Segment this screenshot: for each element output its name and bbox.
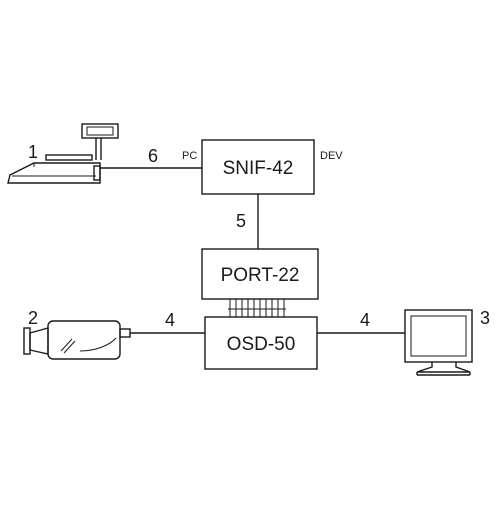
device-number-monitor: 3 (480, 308, 490, 328)
snif-port-pc: PC (182, 150, 197, 162)
osd-block (204, 316, 318, 370)
port-label: PORT-22 (221, 265, 300, 286)
camera-icon (23, 320, 131, 360)
device-number-camera: 2 (28, 308, 38, 328)
cable-number-scale-snif: 6 (148, 146, 158, 166)
snif-block (201, 139, 315, 195)
monitor-icon (404, 309, 473, 376)
pin-connector (228, 299, 286, 317)
cable-number-snif-port: 5 (236, 211, 246, 231)
osd-label: OSD-50 (227, 334, 296, 355)
device-number-scale: 1 (28, 142, 38, 162)
cable-number-osd-monitor: 4 (360, 310, 370, 330)
snif-port-dev: DEV (320, 150, 343, 162)
scale-icon (7, 123, 119, 184)
snif-label: SNIF-42 (223, 158, 294, 179)
cable-number-camera-osd: 4 (165, 310, 175, 330)
